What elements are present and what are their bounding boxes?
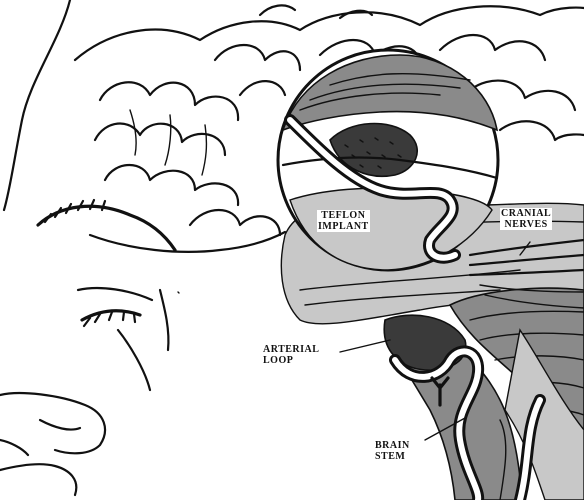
temple-dot bbox=[178, 292, 179, 293]
upper-lip bbox=[0, 464, 76, 495]
nose-bridge bbox=[0, 440, 28, 455]
upper-eyelid bbox=[78, 288, 152, 300]
gyrus-4 bbox=[190, 210, 280, 235]
forehead-outline bbox=[4, 0, 70, 210]
gyrus-8 bbox=[440, 35, 545, 60]
cheek-curve bbox=[160, 290, 168, 350]
face-profile bbox=[0, 0, 179, 495]
gyrus-12 bbox=[260, 5, 295, 15]
gyrus-3 bbox=[105, 165, 238, 205]
nose-outline bbox=[0, 393, 105, 453]
gyrus-5 bbox=[215, 45, 300, 70]
label-brain-stem: BRAIN STEM bbox=[374, 440, 411, 462]
gyrus-6 bbox=[240, 81, 285, 95]
label-teflon-implant: TEFLON IMPLANT bbox=[317, 210, 370, 232]
leader-arterial-loop bbox=[340, 340, 390, 352]
cheek-line bbox=[118, 330, 150, 390]
nostril bbox=[40, 420, 80, 430]
label-arterial-loop: ARTERIAL LOOP bbox=[262, 344, 320, 366]
gyrus-10 bbox=[500, 121, 584, 140]
eyebrow-hairs bbox=[45, 200, 105, 222]
temporal-lobe bbox=[90, 232, 285, 252]
gyrus-1 bbox=[100, 82, 238, 120]
brain-outer-contour bbox=[75, 6, 584, 60]
sulcus-lines bbox=[130, 110, 206, 175]
gyrus-11 bbox=[340, 11, 372, 18]
magnified-inset bbox=[278, 50, 498, 270]
label-cranial-nerves: CRANIAL NERVES bbox=[500, 208, 552, 230]
